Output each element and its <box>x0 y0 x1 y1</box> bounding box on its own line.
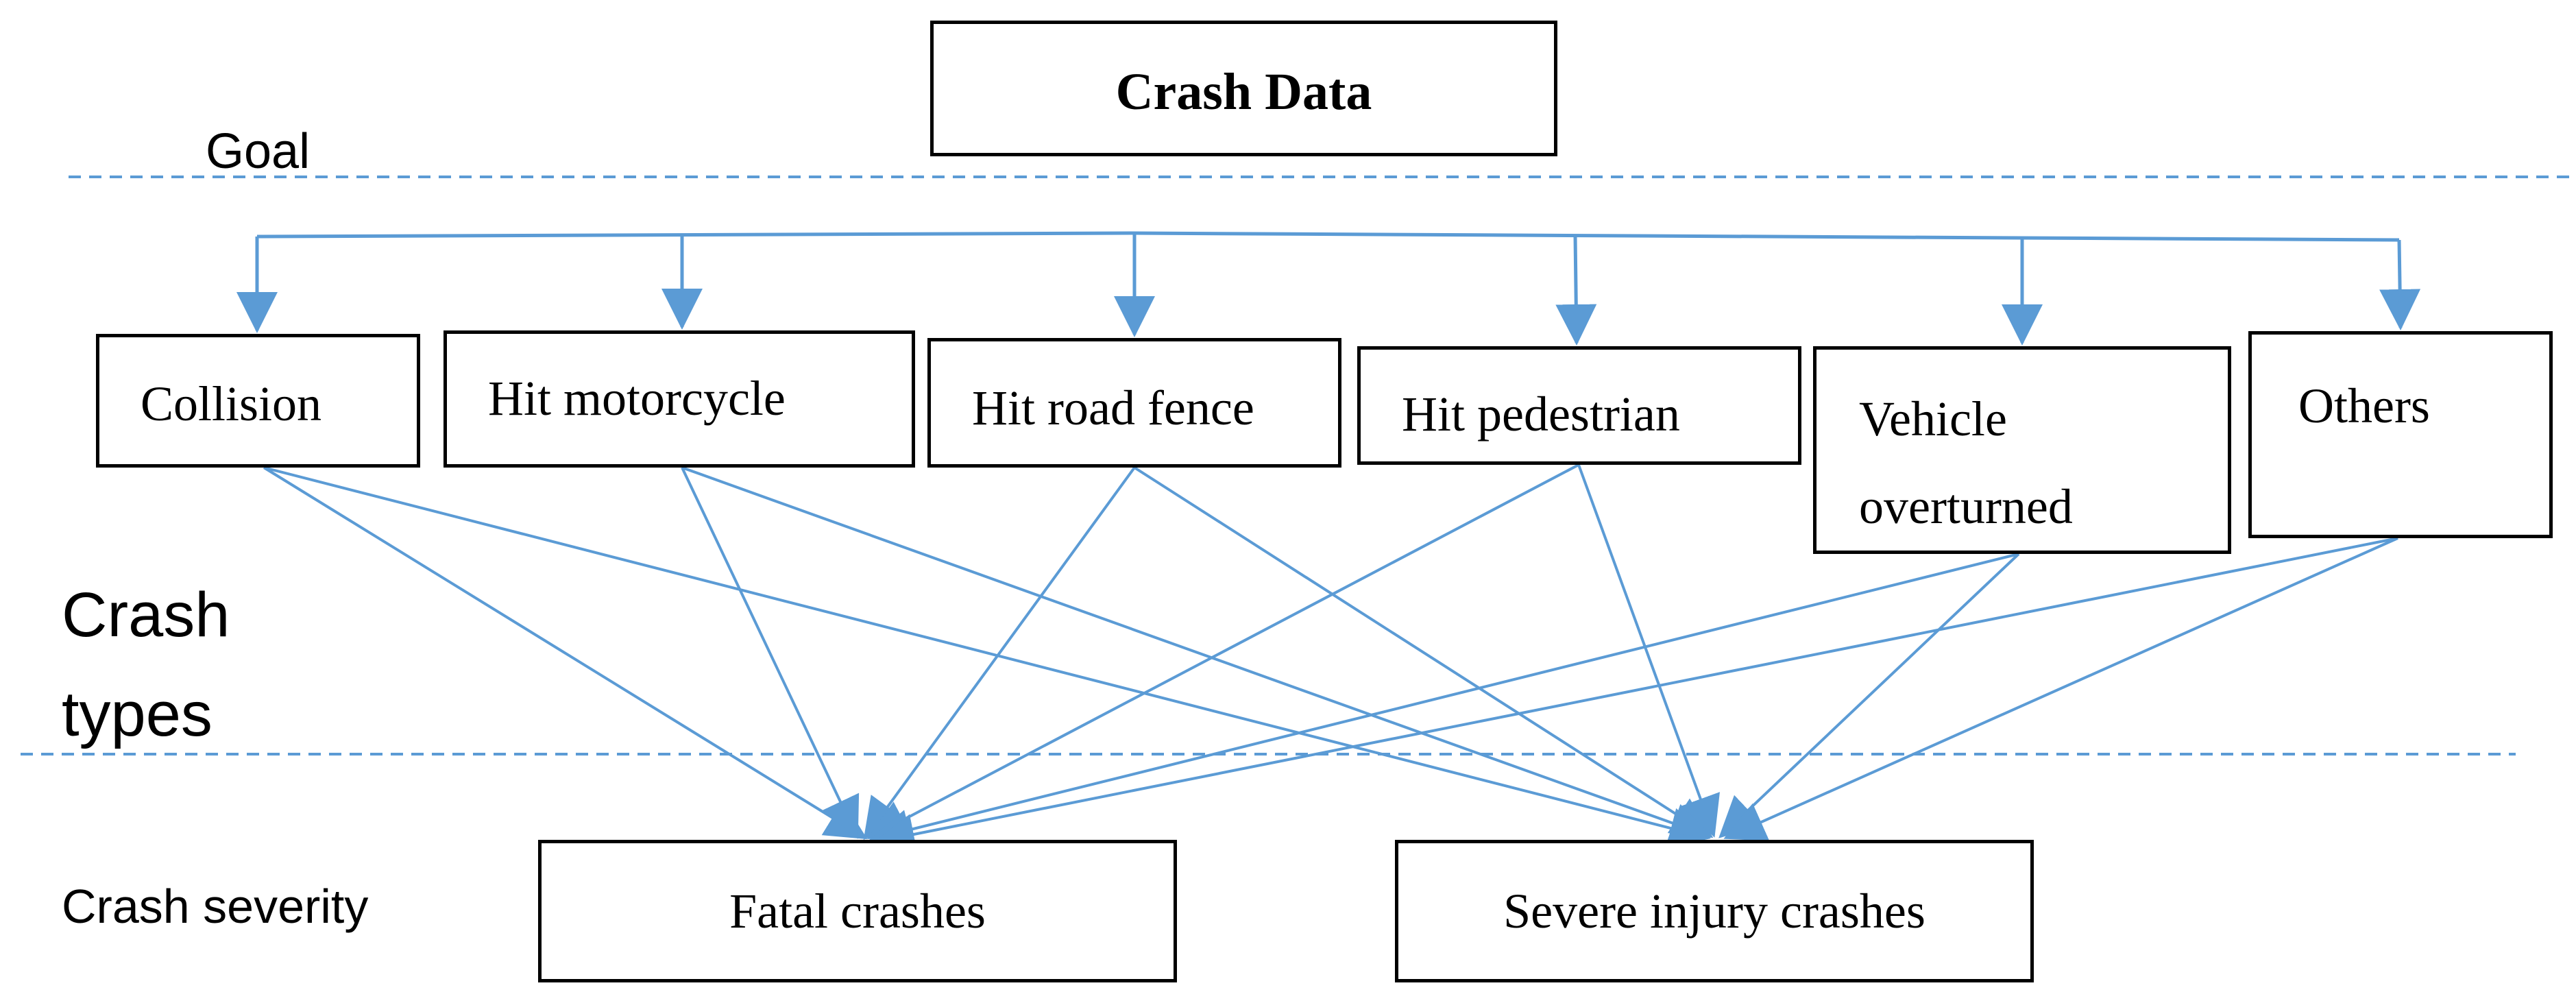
severity-label: Fatal crashes <box>729 884 986 939</box>
crash-type-collision: Collision <box>96 334 420 468</box>
crash-type-label-line2: overturned <box>1859 479 2073 534</box>
severity-arrows <box>263 463 2398 855</box>
arrow-hit-pedestrian-to-fatal <box>866 463 1579 839</box>
arrow-vehicle-overturned-to-fatal <box>869 553 2019 850</box>
severity-box-severe-injury: Severe injury crashes <box>1395 840 2034 982</box>
goal-level-label: Goal <box>206 124 311 179</box>
arrow-collision-to-severe <box>263 466 1711 849</box>
crash-type-label: Hit road fence <box>972 380 1254 435</box>
bus-line <box>256 231 2400 242</box>
crash-type-label-line1: Vehicle <box>1859 391 2007 446</box>
crash-types-level-label-line2: types <box>62 679 212 749</box>
crash-severity-level-label: Crash severity <box>62 880 369 933</box>
crash-type-label: Hit pedestrian <box>1402 387 1680 442</box>
crash-type-hit-pedestrian: Hit pedestrian <box>1357 346 1801 465</box>
crash-types-level-label-line1: Crash <box>62 580 230 650</box>
severity-box-fatal: Fatal crashes <box>538 840 1177 982</box>
drop-arrow-others <box>2379 239 2421 330</box>
arrow-hit-motorcycle-to-severe <box>681 466 1712 843</box>
arrow-hit-road-fence-to-fatal <box>863 466 1136 841</box>
arrow-hit-motorcycle-to-fatal <box>681 467 860 839</box>
drop-arrow-hit-pedestrian <box>1555 234 1597 346</box>
crash-type-label: Collision <box>141 376 322 431</box>
arrow-hit-pedestrian-to-severe <box>1577 464 1720 838</box>
arrow-others-to-fatal <box>873 537 2398 855</box>
arrow-vehicle-overturned-to-severe <box>1718 553 2020 838</box>
crash-type-label: Hit motorcycle <box>488 371 786 426</box>
crash-type-hit-motorcycle: Hit motorcycle <box>443 330 915 468</box>
goal-box: Crash Data <box>930 21 1557 156</box>
drop-arrows <box>236 233 2421 346</box>
crash-type-others: Others <box>2248 331 2553 538</box>
arrow-hit-road-fence-to-severe <box>1133 466 1714 838</box>
crash-type-label: Others <box>2298 378 2430 433</box>
crash-type-vehicle-overturned: Vehicle overturned <box>1813 346 2231 554</box>
arrow-others-to-severe <box>1723 537 2398 841</box>
severity-label: Severe injury crashes <box>1503 884 1925 939</box>
arrow-collision-to-fatal <box>263 466 868 840</box>
crash-type-hit-road-fence: Hit road fence <box>927 338 1341 468</box>
goal-title: Crash Data <box>1115 63 1372 121</box>
distribution-bus <box>256 231 2400 242</box>
